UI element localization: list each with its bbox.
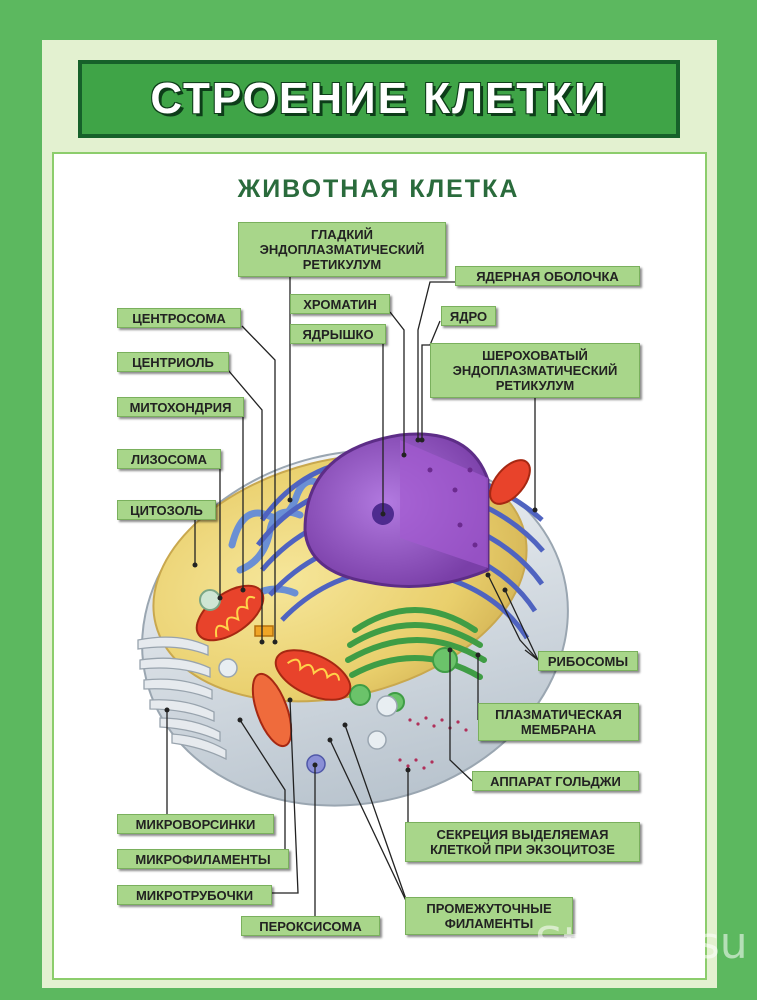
label-mitochondrion: МИТОХОНДРИЯ — [117, 397, 244, 417]
label-rough-er: ШЕРОХОВАТЫЙ ЭНДОПЛАЗМАТИЧЕСКИЙ РЕТИКУЛУМ — [430, 343, 640, 398]
label-nucleus: ЯДРО — [441, 306, 496, 326]
label-nuclear-envelope: ЯДЕРНАЯ ОБОЛОЧКА — [455, 266, 640, 286]
label-microvilli: МИКРОВОРСИНКИ — [117, 814, 274, 834]
label-cytosol: ЦИТОЗОЛЬ — [117, 500, 216, 520]
label-intermediate-filaments: ПРОМЕЖУТОЧНЫЕ ФИЛАМЕНТЫ — [405, 897, 573, 935]
label-smooth-er: ГЛАДКИЙ ЭНДОПЛАЗМАТИЧЕСКИЙ РЕТИКУЛУМ — [238, 222, 446, 277]
label-nucleolus: ЯДРЫШКО — [290, 324, 386, 344]
label-golgi: АППАРАТ ГОЛЬДЖИ — [472, 771, 639, 791]
label-microfilaments: МИКРОФИЛАМЕНТЫ — [117, 849, 289, 869]
lysosome-shape — [199, 589, 221, 611]
label-secretion: СЕКРЕЦИЯ ВЫДЕЛЯЕМАЯ КЛЕТКОЙ ПРИ ЭКЗОЦИТО… — [405, 822, 640, 862]
watermark-text: Stendy.su — [535, 918, 748, 969]
page-title: СТРОЕНИЕ КЛЕТКИ — [150, 74, 608, 123]
label-microtubules: МИКРОТРУБОЧКИ — [117, 885, 272, 905]
label-chromatin: ХРОМАТИН — [290, 294, 390, 314]
nucleus-shape — [303, 432, 490, 588]
label-peroxisome: ПЕРОКСИСОМА — [241, 916, 380, 936]
title-banner: СТРОЕНИЕ КЛЕТКИ — [78, 60, 680, 138]
microvilli-shapes — [137, 636, 227, 761]
label-centriole: ЦЕНТРИОЛЬ — [117, 352, 229, 372]
golgi-shape — [345, 607, 487, 712]
label-lysosome: ЛИЗОСОМА — [117, 449, 221, 469]
centriole-shape — [254, 625, 274, 637]
secretion-dots — [398, 716, 468, 770]
label-plasma-membrane: ПЛАЗМАТИЧЕСКАЯ МЕМБРАНА — [478, 703, 639, 741]
small-organelles — [199, 589, 398, 774]
leader-dots — [164, 437, 538, 773]
diagram-subtitle: ЖИВОТНАЯ КЛЕТКА — [237, 175, 520, 203]
label-ribosomes: РИБОСОМЫ — [538, 651, 638, 671]
mitochondria-shapes — [195, 459, 531, 748]
label-centrosome: ЦЕНТРОСОМА — [117, 308, 241, 328]
